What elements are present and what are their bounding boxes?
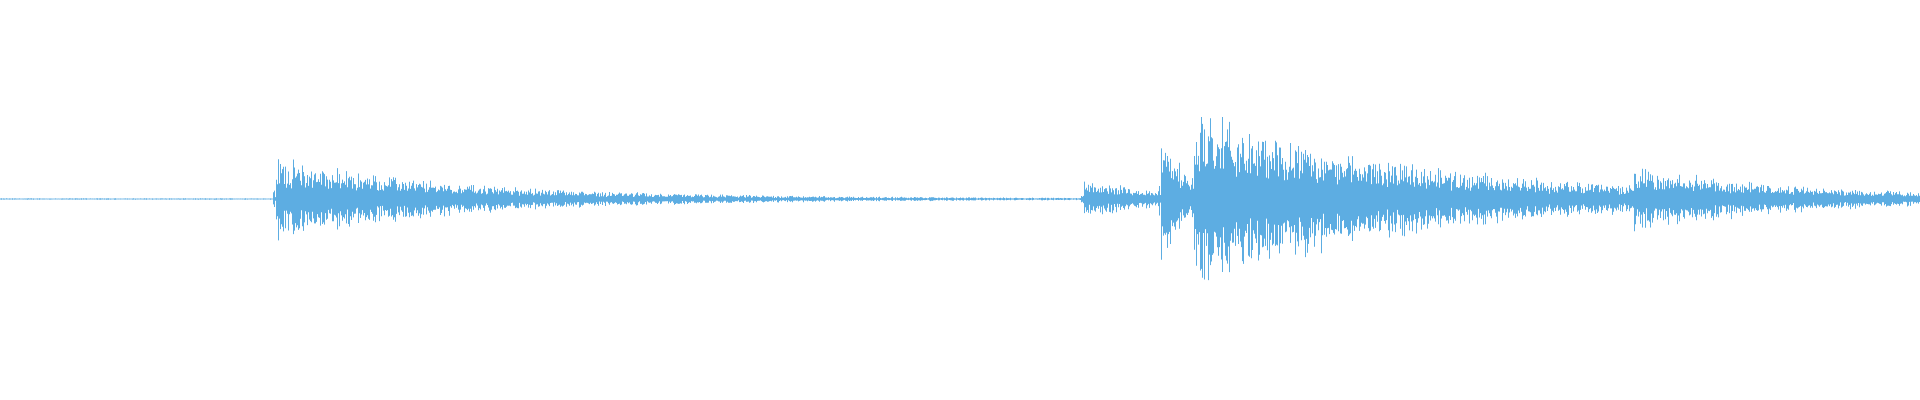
waveform-trace xyxy=(0,117,1920,281)
